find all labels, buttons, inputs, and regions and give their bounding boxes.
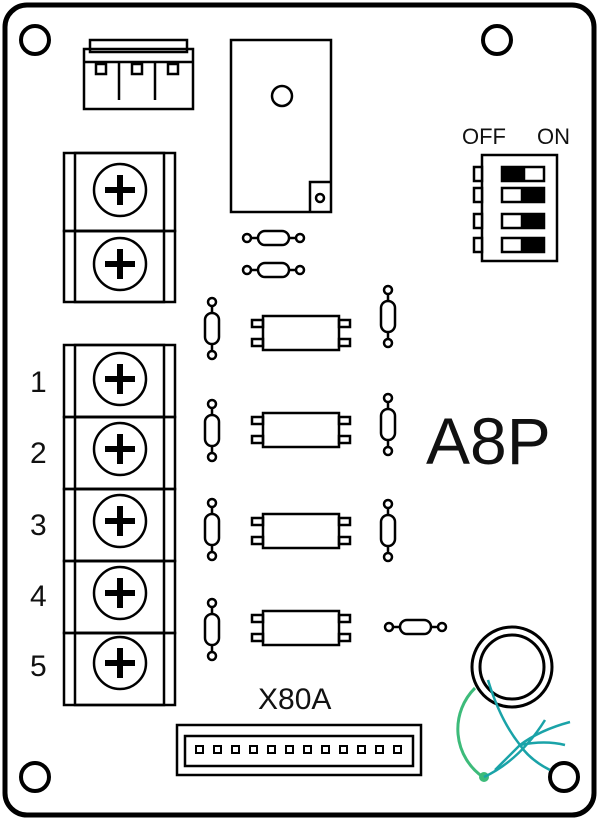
terminal-number-5: 5 [30, 650, 47, 683]
screw-icons-upper [105, 175, 135, 279]
capacitor [470, 625, 554, 709]
terminal-number-3: 3 [30, 509, 47, 542]
ic-chip [250, 411, 352, 449]
resistor [379, 284, 397, 349]
dip-switch-2 [500, 186, 546, 204]
resistor [203, 296, 221, 361]
resistor [379, 498, 397, 563]
dip-switch-4 [500, 236, 546, 254]
screw-icon [105, 648, 135, 678]
terminal-number-4: 4 [30, 580, 47, 613]
terminal-block-upper [62, 151, 177, 304]
board-model-label: A8P [426, 404, 551, 478]
resistor [241, 261, 306, 279]
screw-icon [105, 364, 135, 394]
mounting-holes [19, 24, 580, 793]
terminal-number-1: 1 [30, 366, 47, 399]
switch-on-label: ON [537, 124, 570, 149]
relay [229, 38, 333, 214]
screw-icon [105, 506, 135, 536]
ic-chips [250, 314, 352, 647]
screw-icon [105, 578, 135, 608]
resistor [203, 597, 221, 662]
screw-icon [105, 249, 135, 279]
mounting-hole-bottom-left [19, 761, 51, 793]
mounting-hole-bottom-right [548, 761, 580, 793]
ic-chip [250, 609, 352, 647]
dip-switch [472, 153, 559, 263]
mounting-hole-top-right [481, 24, 513, 56]
ic-chip [250, 512, 352, 550]
terminal-block-lower [62, 343, 177, 707]
screw-icons-lower [105, 364, 135, 678]
bottom-connector [175, 723, 423, 777]
switch-off-label: OFF [462, 124, 506, 149]
terminal-number-2: 2 [30, 437, 47, 470]
logo-mark [456, 679, 571, 782]
resistor [379, 392, 397, 457]
screw-icon [105, 434, 135, 464]
resistors-vertical [203, 284, 397, 662]
dip-switch-3 [500, 212, 546, 230]
top-connector [82, 38, 195, 111]
ic-chip [250, 314, 352, 352]
screw-icon [105, 175, 135, 205]
resistor [203, 497, 221, 562]
resistors-horizontal [241, 229, 448, 636]
resistor [203, 398, 221, 463]
resistor [241, 229, 306, 247]
dip-switch-1 [500, 165, 546, 183]
mounting-hole-top-left [19, 24, 51, 56]
connector-label: X80A [258, 683, 331, 716]
connector-pins [195, 745, 402, 754]
resistor [383, 618, 448, 636]
